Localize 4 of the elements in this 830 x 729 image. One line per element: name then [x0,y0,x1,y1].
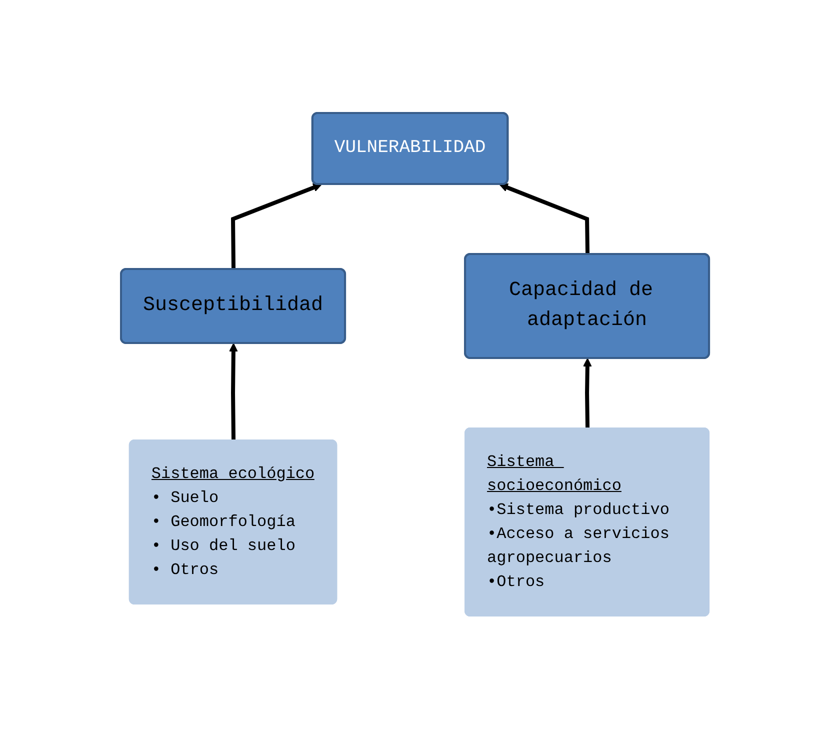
arrow [229,343,238,441]
arrow [583,358,592,429]
arrow [230,183,322,270]
arrow [499,183,590,255]
